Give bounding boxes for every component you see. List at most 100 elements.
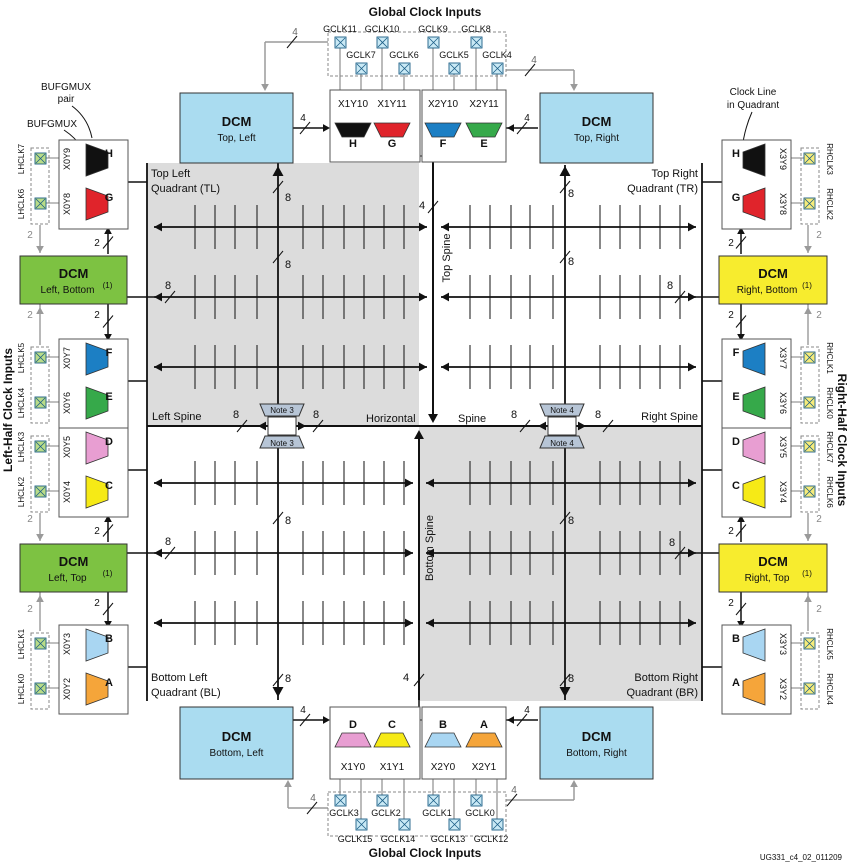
- quadrant-bottom-left: [147, 426, 419, 701]
- bus-width: 8: [313, 409, 319, 421]
- clock-line-arrow: [688, 548, 696, 558]
- bus-slash: [735, 236, 747, 249]
- mux-letter: H: [349, 138, 357, 150]
- side-loc-label: X3Y5: [778, 436, 788, 458]
- spine-arrow: [272, 687, 284, 697]
- quadrant-top-right: [419, 163, 702, 426]
- bus-slash: [559, 250, 571, 264]
- bus-width: 4: [531, 55, 537, 66]
- quadrant-label: Top Right: [652, 168, 698, 180]
- buffer-location: X2Y10: [428, 99, 458, 110]
- arrow-head: [36, 246, 44, 253]
- bus-width: 8: [285, 673, 291, 685]
- bus-slash: [312, 419, 324, 433]
- bus-slash: [516, 121, 528, 135]
- pad-x-stroke: [471, 37, 482, 48]
- side-loc-label: X0Y5: [62, 436, 72, 458]
- pad-x-stroke: [804, 638, 815, 649]
- note-arrow: [298, 421, 306, 431]
- bus-slash: [735, 315, 747, 328]
- bus-slash: [735, 524, 747, 537]
- quadrant-label: Quadrant (BL): [151, 687, 221, 699]
- clock-line-arrow: [405, 548, 413, 558]
- arrow-head: [507, 124, 514, 132]
- bottom-bufgmux: [465, 732, 503, 748]
- side-title: Right-Half Clock Inputs: [835, 374, 849, 507]
- buffer-location: X1Y11: [377, 99, 407, 110]
- top-title: Global Clock Inputs: [369, 5, 482, 19]
- side-loc-label: X0Y8: [62, 193, 72, 215]
- spine-arrow: [414, 430, 424, 439]
- mux-letter: E: [732, 391, 739, 403]
- pad-x-stroke: [356, 63, 367, 74]
- pad-x-stroke: [428, 37, 439, 48]
- side-pin-label: RHCLK5: [825, 628, 834, 660]
- clock-line-arrow: [426, 478, 434, 488]
- dcm-title: DCM: [582, 114, 612, 129]
- dcm-top-right: [539, 92, 654, 164]
- bus-slash: [164, 290, 176, 304]
- dcm-top-left: [179, 92, 294, 164]
- pad-x-stroke: [35, 486, 46, 497]
- bus-slash: [524, 63, 536, 77]
- note-connector: [267, 416, 297, 436]
- side-loc-label: X3Y9: [778, 148, 788, 170]
- dcm-subtitle: Left, Top: [48, 573, 87, 584]
- mux-letter: A: [480, 719, 488, 731]
- pad-x-stroke: [471, 795, 482, 806]
- gclk-label: GCLK4: [482, 50, 512, 60]
- side-pin-label: LHCLK2: [17, 476, 26, 507]
- side-pin-label: LHCLK0: [17, 673, 26, 704]
- clock-line-arrow: [154, 292, 162, 302]
- note-arrow: [578, 421, 586, 431]
- bus-slash: [674, 290, 686, 304]
- bus-width: 2: [94, 598, 100, 609]
- bus-width: 2: [728, 598, 734, 609]
- mux-letter: F: [440, 138, 447, 150]
- arrow-head: [323, 124, 330, 132]
- buffer-location: X1Y1: [380, 762, 405, 773]
- side-bufgmux: [85, 342, 109, 376]
- dcm-right-top: [718, 543, 828, 593]
- mux-letter: B: [439, 719, 447, 731]
- bus-width: 8: [568, 188, 574, 200]
- quadrant-label: Quadrant (TL): [151, 183, 220, 195]
- side-bufgmux: [742, 475, 766, 509]
- side-title: Left-Half Clock Inputs: [1, 348, 15, 472]
- arrow-head: [36, 595, 44, 602]
- bottom-bufgmux: [373, 732, 411, 748]
- side-pad-outline: [800, 147, 820, 225]
- arrow-head: [36, 307, 44, 314]
- bus-width: 4: [403, 672, 409, 684]
- clock-line-arrow: [688, 222, 696, 232]
- bus-width: 4: [511, 785, 517, 796]
- dcm-title: DCM: [582, 729, 612, 744]
- mux-letter: C: [732, 480, 740, 492]
- gclk-label: GCLK13: [431, 834, 466, 844]
- side-pin-label: RHCLK7: [825, 431, 834, 463]
- gclk-label: GCLK9: [418, 24, 448, 34]
- dcm-title: DCM: [59, 554, 89, 569]
- gclk-group-outline: [327, 791, 507, 837]
- bottom-title: Global Clock Inputs: [369, 846, 482, 860]
- note-arrow: [258, 421, 266, 431]
- pad-x-stroke: [804, 397, 815, 408]
- clock-line-arrow: [441, 292, 449, 302]
- dcm-bottom-right: [539, 706, 654, 780]
- clock-line-arrow: [154, 548, 162, 558]
- bus-width: 2: [728, 526, 734, 537]
- buffer-location: X1Y10: [338, 99, 368, 110]
- side-loc-label: X3Y3: [778, 633, 788, 655]
- pad-x-stroke: [35, 683, 46, 694]
- dcm-title: DCM: [59, 266, 89, 281]
- pad-x-stroke: [35, 441, 46, 452]
- pad-x-stroke: [804, 153, 815, 164]
- side-pin-label: LHCLK4: [17, 387, 26, 418]
- pad-x-stroke: [399, 819, 410, 830]
- bus-width: 8: [568, 673, 574, 685]
- bus-slash: [413, 673, 425, 687]
- side-pin-label: RHCLK0: [825, 387, 834, 419]
- mux-letter: C: [105, 480, 113, 492]
- side-pin-label: LHCLK6: [17, 188, 26, 219]
